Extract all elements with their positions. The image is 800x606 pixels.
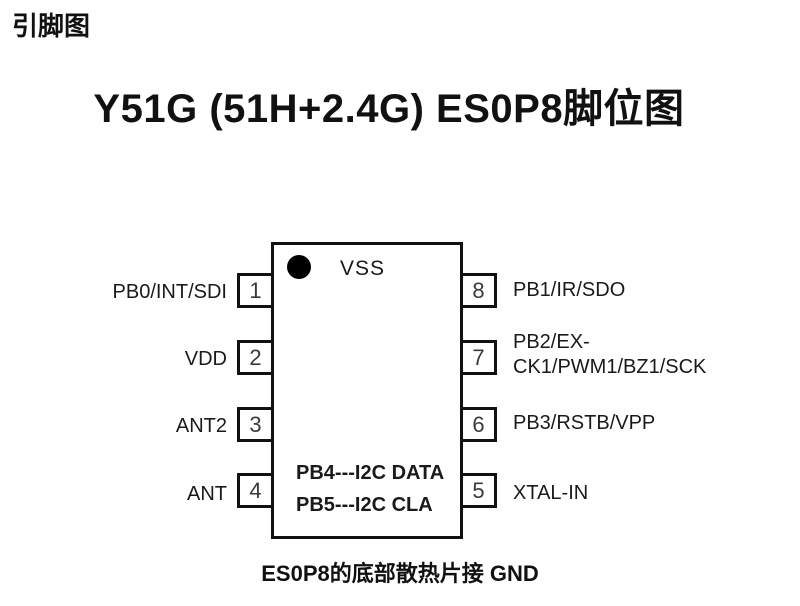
pin-box-8: 8 xyxy=(460,273,497,308)
pin-label-2: VDD xyxy=(184,348,227,370)
chip-inner-line-pb5: PB5---I2C CLA xyxy=(296,494,433,516)
bottom-caption: ES0P8的底部散热片接 GND xyxy=(261,561,539,586)
pin-box-4: 4 xyxy=(237,473,274,508)
pin-number-2: 2 xyxy=(249,344,262,370)
pin-label-3: ANT2 xyxy=(175,415,227,437)
pin-box-6: 6 xyxy=(460,407,497,442)
pin-number-8: 8 xyxy=(472,277,485,303)
pin-label-7-line2: CK1/PWM1/BZ1/SCK xyxy=(513,356,707,378)
pin-box-2: 2 xyxy=(237,340,274,375)
chip-inner-line-pb4: PB4---I2C DATA xyxy=(296,462,445,484)
chip-body: VSS PB4---I2C DATA PB5---I2C CLA xyxy=(271,242,463,539)
chip-inner-text: PB4---I2C DATA PB5---I2C CLA xyxy=(296,457,444,521)
pin-box-5: 5 xyxy=(460,473,497,508)
chip-top-label: VSS xyxy=(340,257,386,280)
pin-label-8: PB1/IR/SDO xyxy=(513,279,626,301)
pin-label-5: XTAL-IN xyxy=(513,482,589,504)
pin-number-4: 4 xyxy=(249,477,262,503)
pin-number-5: 5 xyxy=(472,477,485,503)
pin-number-7: 7 xyxy=(472,344,485,370)
pin-label-1: PB0/INT/SDI xyxy=(112,281,227,303)
pin-box-3: 3 xyxy=(237,407,274,442)
pin-number-6: 6 xyxy=(472,411,485,437)
pin-label-7-line1: PB2/EX- xyxy=(513,331,590,353)
pin-label-7: PB2/EX- CK1/PWM1/BZ1/SCK xyxy=(513,330,706,380)
diagram-title: Y51G (51H+2.4G) ES0P8脚位图 xyxy=(93,87,685,131)
pin-box-7: 7 xyxy=(460,340,497,375)
pin-box-1: 1 xyxy=(237,273,274,308)
pin-label-6: PB3/RSTB/VPP xyxy=(513,412,656,434)
section-heading: 引脚图 xyxy=(12,11,91,41)
pin-label-4: ANT xyxy=(187,483,227,505)
pin-number-1: 1 xyxy=(249,277,262,303)
pin1-indicator-dot xyxy=(287,255,311,279)
pin-number-3: 3 xyxy=(249,411,262,437)
